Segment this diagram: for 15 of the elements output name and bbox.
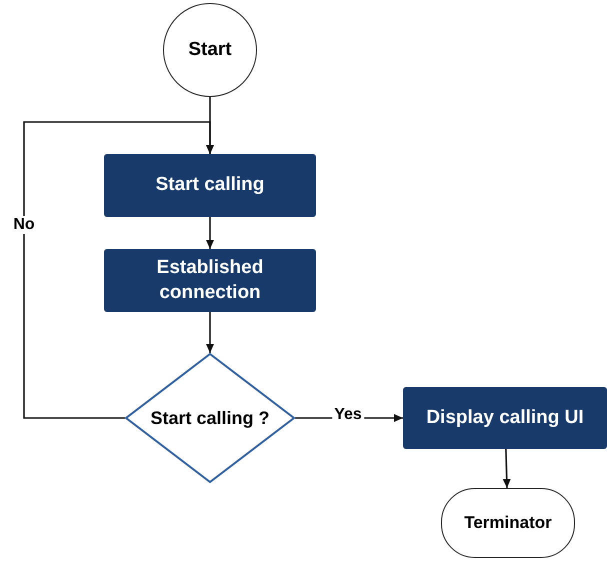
- node-label: Display calling UI: [426, 406, 584, 430]
- arrow: [502, 448, 511, 488]
- arrow: [206, 217, 214, 249]
- process-box: [104, 249, 316, 312]
- arrow: [23, 121, 214, 419]
- node-label: Start calling ?: [150, 408, 270, 428]
- edge-label: No: [11, 216, 37, 234]
- process-box: [104, 154, 316, 217]
- node-label: Terminator: [464, 513, 552, 533]
- arrow: [206, 312, 214, 353]
- node-label: Start calling: [156, 173, 264, 198]
- node-label: Established connection: [156, 256, 264, 304]
- process-box: [403, 387, 607, 449]
- node-label: Start: [188, 39, 232, 61]
- decision-diamond: [125, 353, 295, 483]
